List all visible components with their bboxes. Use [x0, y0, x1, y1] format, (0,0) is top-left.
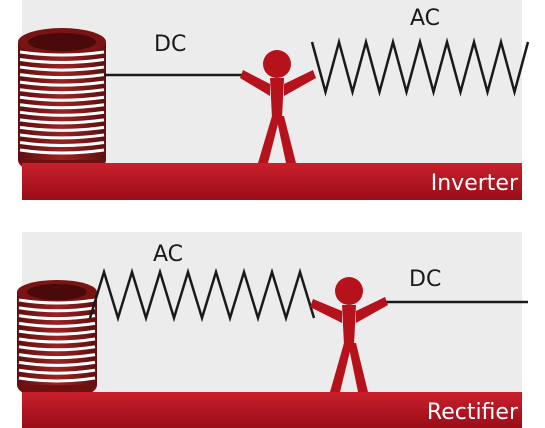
coil-wrap	[18, 353, 96, 360]
rectifier-coil-icon	[17, 280, 97, 400]
coil-wrap	[18, 345, 96, 352]
inverter-coil-icon	[18, 28, 106, 176]
coil-wrap	[19, 50, 105, 57]
coil-wrap	[18, 376, 96, 383]
inverter-stick-figure	[240, 50, 316, 163]
rectifier-ac-wave	[88, 267, 316, 323]
coil-wrap	[19, 133, 105, 140]
coil-wrap	[19, 65, 105, 72]
rectifier-stick-figure	[310, 277, 388, 392]
coil-wrap	[18, 321, 96, 328]
coil-wrap	[19, 140, 105, 147]
coil-wrap	[18, 337, 96, 344]
coil-wrap	[19, 103, 105, 110]
rectifier-ac-label: AC	[153, 242, 183, 267]
coil-wrap	[19, 80, 105, 87]
inverter-banner	[22, 163, 522, 200]
inverter-panel: DC AC Inverter	[18, 0, 530, 200]
coil-wrap	[18, 314, 96, 321]
coil-wrap	[19, 73, 105, 80]
inverter-ac-label: AC	[410, 6, 440, 31]
coil-wrap	[18, 306, 96, 313]
inverter-banner-label: Inverter	[431, 171, 519, 196]
coil-wrap	[18, 368, 96, 375]
coil-wrap	[19, 58, 105, 65]
inverter-ac-wave	[310, 37, 530, 97]
coil-wrap	[19, 118, 105, 125]
coil-wrap	[19, 88, 105, 95]
coil-wrap	[19, 148, 105, 155]
rectifier-panel: AC DC Rectifier	[17, 232, 528, 428]
coil-wrap	[18, 298, 96, 305]
coil-wrap	[19, 125, 105, 132]
inverter-dc-label: DC	[154, 32, 186, 57]
coil-wrap	[18, 329, 96, 336]
coil-wrap	[18, 360, 96, 367]
rectifier-banner	[22, 392, 522, 428]
rectifier-banner-label: Rectifier	[427, 400, 519, 425]
coil-wrap	[19, 95, 105, 102]
coil-wrap	[19, 110, 105, 117]
rectifier-dc-label: DC	[409, 267, 441, 292]
